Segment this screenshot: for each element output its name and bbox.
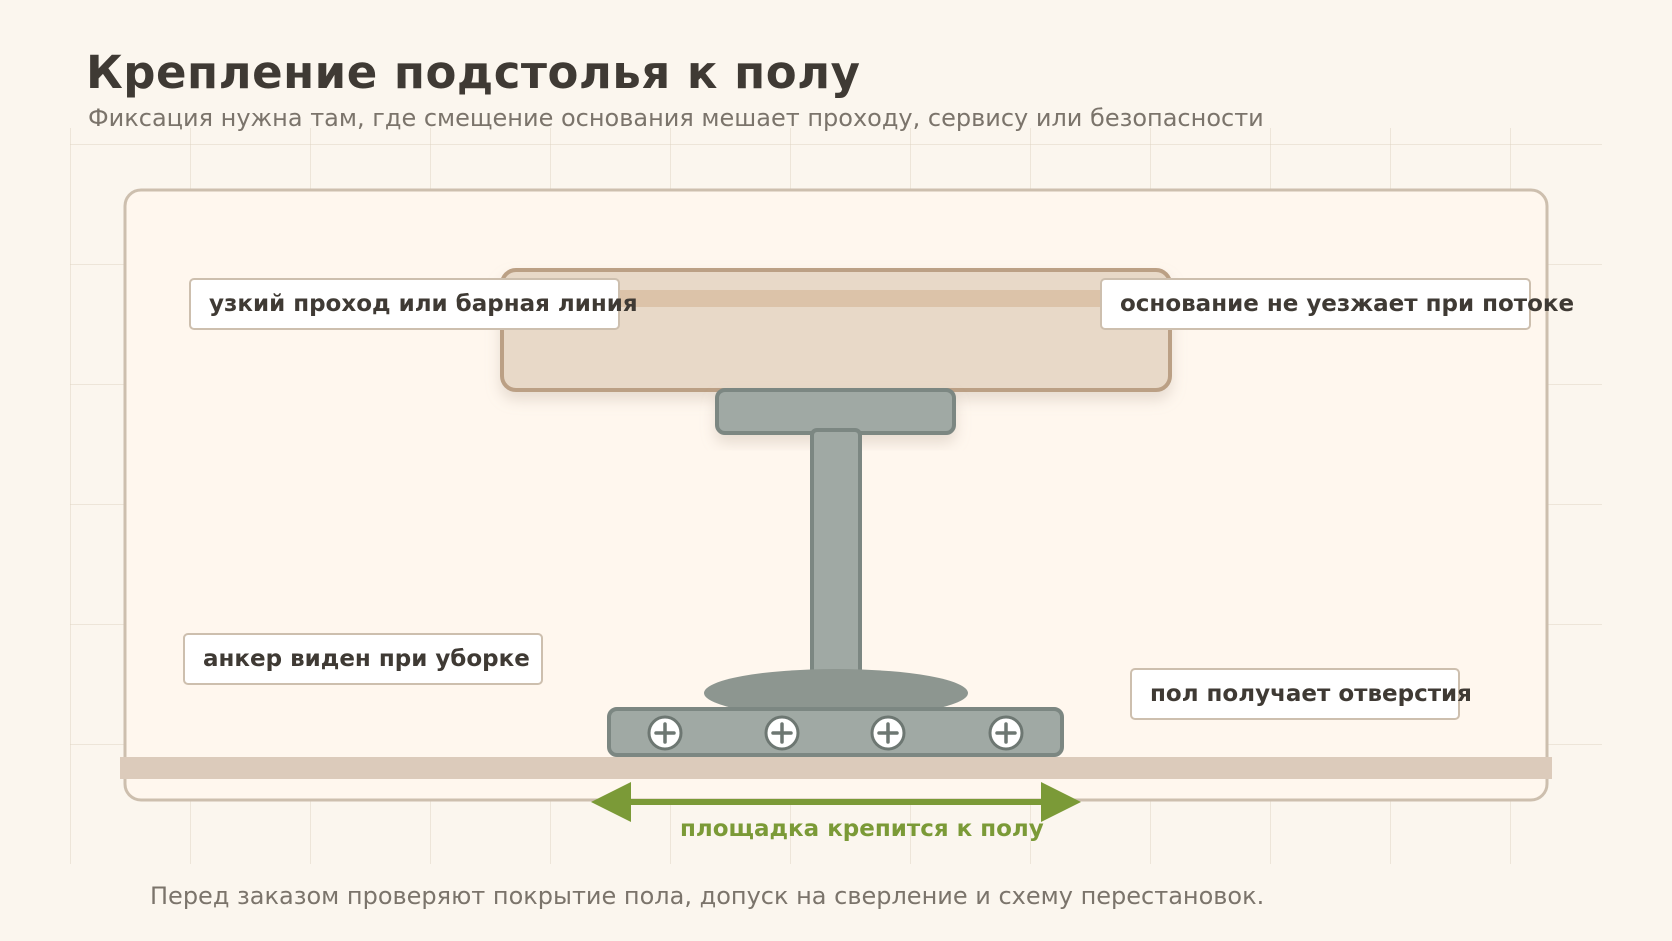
footer-note: Перед заказом проверяют покрытие пола, д…: [150, 882, 1265, 910]
arrow-caption: площадка крепится к полу: [680, 816, 1044, 842]
plus-bolt-icon: [764, 715, 800, 751]
callout-top-right: основание не уезжает при потоке: [1100, 278, 1574, 330]
page-title: Крепление подстолья к полу: [86, 46, 861, 99]
floor-line: [120, 757, 1552, 779]
plus-bolt-icon: [988, 715, 1024, 751]
plus-bolt-icon: [870, 715, 906, 751]
tabletop-edge-stripe: [545, 290, 1145, 307]
base-column: [810, 428, 862, 682]
callout-bottom-left: анкер виден при уборке: [183, 633, 543, 685]
floor-base-plate: [607, 707, 1064, 757]
base-shadow: [704, 669, 968, 717]
top-mounting-plate: [715, 388, 956, 435]
callout-top-left: узкий проход или барная линия: [189, 278, 638, 330]
callout-bottom-right: пол получает отверстия: [1130, 668, 1472, 720]
plus-bolt-icon: [647, 715, 683, 751]
double-arrow-icon: [591, 782, 1081, 822]
page-subtitle: Фиксация нужна там, где смещение основан…: [88, 104, 1264, 132]
